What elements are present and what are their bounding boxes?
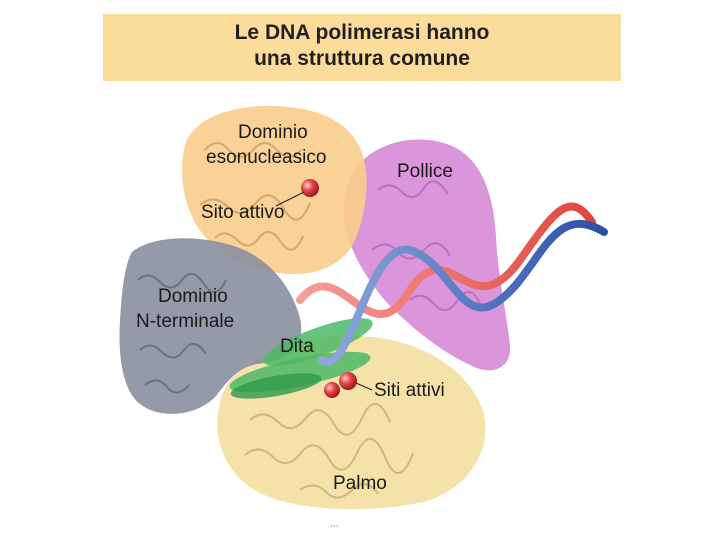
label-n-terminal-domain-line-2: N-terminale	[136, 311, 235, 332]
label-exonuclease-domain-line-1: Dominio	[238, 122, 308, 143]
active-sites-sphere-2	[324, 382, 340, 398]
dna-strand-red	[296, 202, 596, 318]
n-terminal-domain-shape	[119, 238, 302, 414]
active-sites-leader-line	[355, 382, 373, 391]
active-site-leader-line	[275, 191, 305, 207]
exonuclease-domain-shape	[182, 106, 367, 274]
footer-text: ···	[330, 522, 339, 532]
title-line-1: Le DNA polimerasi hanno	[234, 21, 490, 44]
protein-ribbon-texture	[137, 142, 481, 499]
label-active-sites: Siti attivi	[374, 380, 445, 401]
title-line-2: una struttura comune	[254, 47, 470, 70]
label-n-terminal-domain-line-1: Dominio	[158, 286, 228, 307]
dna-strand-blue	[318, 220, 608, 366]
label-palm: Palmo	[333, 473, 387, 494]
label-active-site: Sito attivo	[201, 202, 285, 223]
title-banner: Le DNA polimerasi hanno una struttura co…	[103, 14, 621, 81]
label-fingers: Dita	[280, 336, 314, 357]
active-sites-sphere-1	[339, 372, 357, 390]
label-exonuclease-domain-line-2: esonucleasico	[206, 147, 327, 168]
active-site-sphere	[301, 179, 319, 197]
label-thumb: Pollice	[397, 161, 453, 182]
dna-double-helix	[296, 202, 608, 366]
